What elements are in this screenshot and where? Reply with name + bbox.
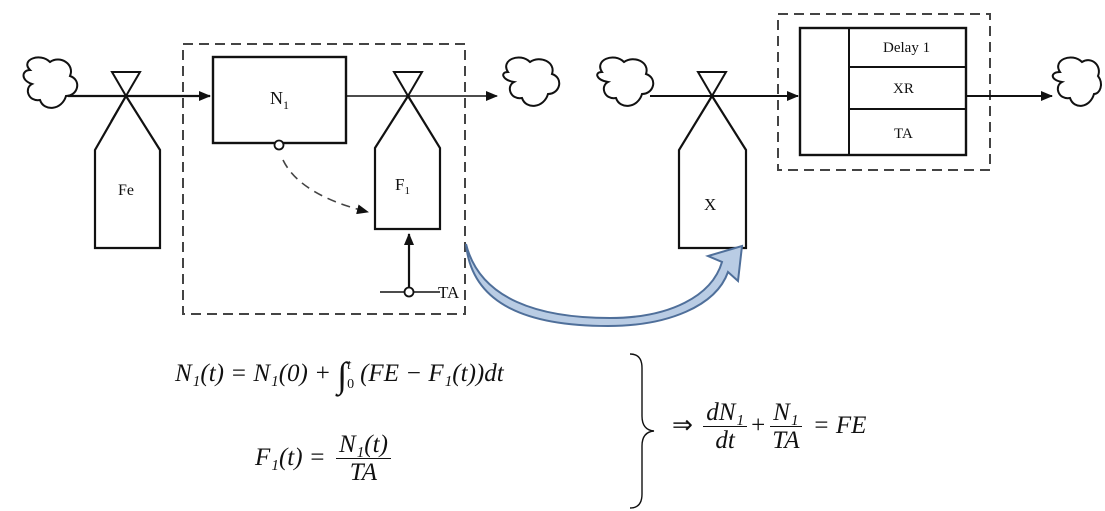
rate-f1-label: F1 bbox=[395, 175, 410, 197]
result-fraction-2: N₁ TA bbox=[769, 399, 802, 455]
ta-label: TA bbox=[438, 283, 460, 302]
equation-n1: N₁(t) = N₁(0) + ∫ t 0 (FE − F₁(t))dt bbox=[175, 355, 504, 395]
rate-f1-shape bbox=[373, 93, 442, 231]
integral-lower: 0 bbox=[347, 377, 355, 393]
stock-n1 bbox=[211, 55, 348, 145]
rate-fe-label: Fe bbox=[118, 182, 134, 199]
stock-n1-label: N1 bbox=[270, 88, 289, 112]
source-cloud-2 bbox=[596, 56, 655, 107]
sink-cloud-1 bbox=[502, 56, 561, 107]
subsystem-boundary-right bbox=[777, 13, 991, 171]
rate-x-label: X bbox=[704, 195, 716, 214]
source-cloud-1 bbox=[22, 56, 79, 109]
integral-sign: ∫ bbox=[337, 355, 348, 395]
transformation-arrow bbox=[465, 243, 744, 328]
delay-ta: TA bbox=[894, 126, 913, 142]
ta-connector bbox=[403, 286, 415, 298]
f1-fraction: N₁(t) TA bbox=[335, 431, 391, 487]
n1-link-connector bbox=[273, 139, 285, 151]
equation-result: ⇒ dN₁ dt + N₁ TA = FE bbox=[672, 399, 867, 455]
delay-xr: XR bbox=[893, 81, 914, 97]
n1-to-f1-link bbox=[282, 159, 369, 215]
subsystem-boundary-left bbox=[182, 43, 466, 315]
delay-name: Delay 1 bbox=[883, 40, 930, 56]
rate-fe-shape bbox=[93, 93, 162, 250]
rate-x-shape bbox=[677, 93, 748, 250]
integral-upper: t bbox=[347, 357, 351, 373]
sink-cloud-2 bbox=[1051, 56, 1102, 107]
equation-brace bbox=[629, 353, 655, 509]
equation-f1: F₁(t) = N₁(t) TA bbox=[255, 431, 395, 487]
delay-block bbox=[798, 26, 968, 157]
result-fraction-1: dN₁ dt bbox=[703, 399, 748, 455]
